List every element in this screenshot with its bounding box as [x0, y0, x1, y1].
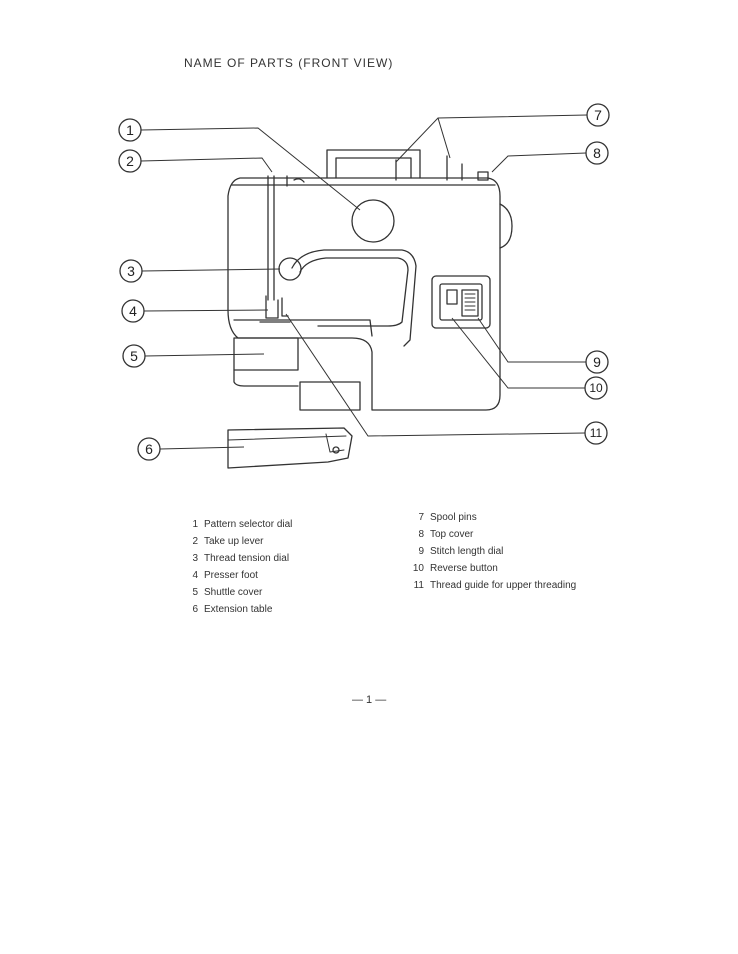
legend-label: Presser foot — [204, 570, 258, 581]
presser-foot-assembly — [259, 295, 291, 323]
top-cover-inner — [335, 157, 412, 179]
legend-label: Shuttle cover — [204, 587, 263, 598]
legend-label: Pattern selector dial — [204, 519, 293, 530]
legend-item: 1 Pattern selector dial — [184, 516, 292, 533]
callout-10: 10 — [589, 381, 603, 395]
legend-item: 10 Reverse button — [410, 560, 576, 577]
thread-tension-dial — [278, 257, 302, 281]
legend-item: 7 Spool pins — [410, 509, 576, 526]
legend-num: 6 — [192, 604, 198, 615]
top-right-knob — [477, 171, 489, 181]
legend-label: Extension table — [204, 604, 273, 615]
legend-label: Stitch length dial — [430, 546, 504, 557]
callout-6: 6 — [145, 441, 153, 457]
parts-legend-right: 7 Spool pins 8 Top cover 9 Stitch length di… — [410, 509, 576, 594]
take-up-lever — [267, 175, 275, 301]
stitch-length-dial — [461, 289, 479, 317]
page-number: — 1 — — [352, 694, 387, 706]
pattern-selector-dial — [351, 199, 395, 243]
arm-opening — [291, 249, 417, 347]
legend-item: 5 Shuttle cover — [184, 584, 292, 601]
legend-item: 8 Top cover — [410, 526, 576, 543]
callout-11: 11 — [590, 426, 603, 440]
legend-label: Top cover — [430, 529, 474, 540]
callout-1: 1 — [126, 122, 134, 138]
legend-item: 3 Thread tension dial — [184, 550, 292, 567]
thread-guide-top — [286, 175, 305, 187]
bed-front — [233, 369, 299, 387]
legend-num: 1 — [192, 519, 198, 530]
legend-num: 9 — [418, 546, 424, 557]
callout-7: 7 — [594, 107, 602, 123]
machine-body — [227, 177, 501, 411]
legend-num: 4 — [192, 570, 198, 581]
legend-num: 3 — [192, 553, 198, 564]
legend-item: 4 Presser foot — [184, 567, 292, 584]
legend-item: 11 Thread guide for upper threading — [410, 577, 577, 594]
legend-label: Reverse button — [430, 563, 498, 574]
stitch-panel-inner — [439, 283, 483, 321]
machine-base — [299, 381, 361, 411]
spool-pin-mid — [446, 155, 463, 181]
page-title: NAME OF PARTS (FRONT VIEW) — [184, 56, 394, 70]
legend-label: Spool pins — [430, 512, 477, 523]
legend-item: 2 Take up lever — [184, 533, 292, 550]
shuttle-cover — [233, 337, 299, 371]
legend-num: 5 — [192, 587, 198, 598]
callout-3: 3 — [127, 263, 135, 279]
callout-4: 4 — [129, 303, 137, 319]
legend-label: Take up lever — [204, 536, 264, 547]
machine-bed — [233, 319, 373, 337]
callout-9: 9 — [593, 354, 601, 370]
legend-item: 6 Extension table — [184, 601, 292, 618]
legend-num: 7 — [418, 512, 424, 523]
arm-opening-inner — [299, 257, 409, 327]
legend-num: 11 — [413, 580, 424, 591]
handwheel — [499, 203, 513, 249]
legend-num: 10 — [412, 563, 424, 574]
reverse-button — [446, 289, 458, 305]
extension-table — [227, 427, 353, 469]
callout-8: 8 — [593, 145, 601, 161]
callout-2: 2 — [126, 153, 134, 169]
top-cover-outline — [326, 149, 421, 179]
legend-label: Thread tension dial — [204, 553, 290, 564]
legend-label: Thread guide for upper threading — [430, 580, 577, 591]
stitch-panel — [431, 275, 491, 329]
legend-num: 8 — [418, 529, 424, 540]
legend-item: 9 Stitch length dial — [410, 543, 576, 560]
callout-5: 5 — [130, 348, 138, 364]
legend-num: 2 — [192, 536, 198, 547]
